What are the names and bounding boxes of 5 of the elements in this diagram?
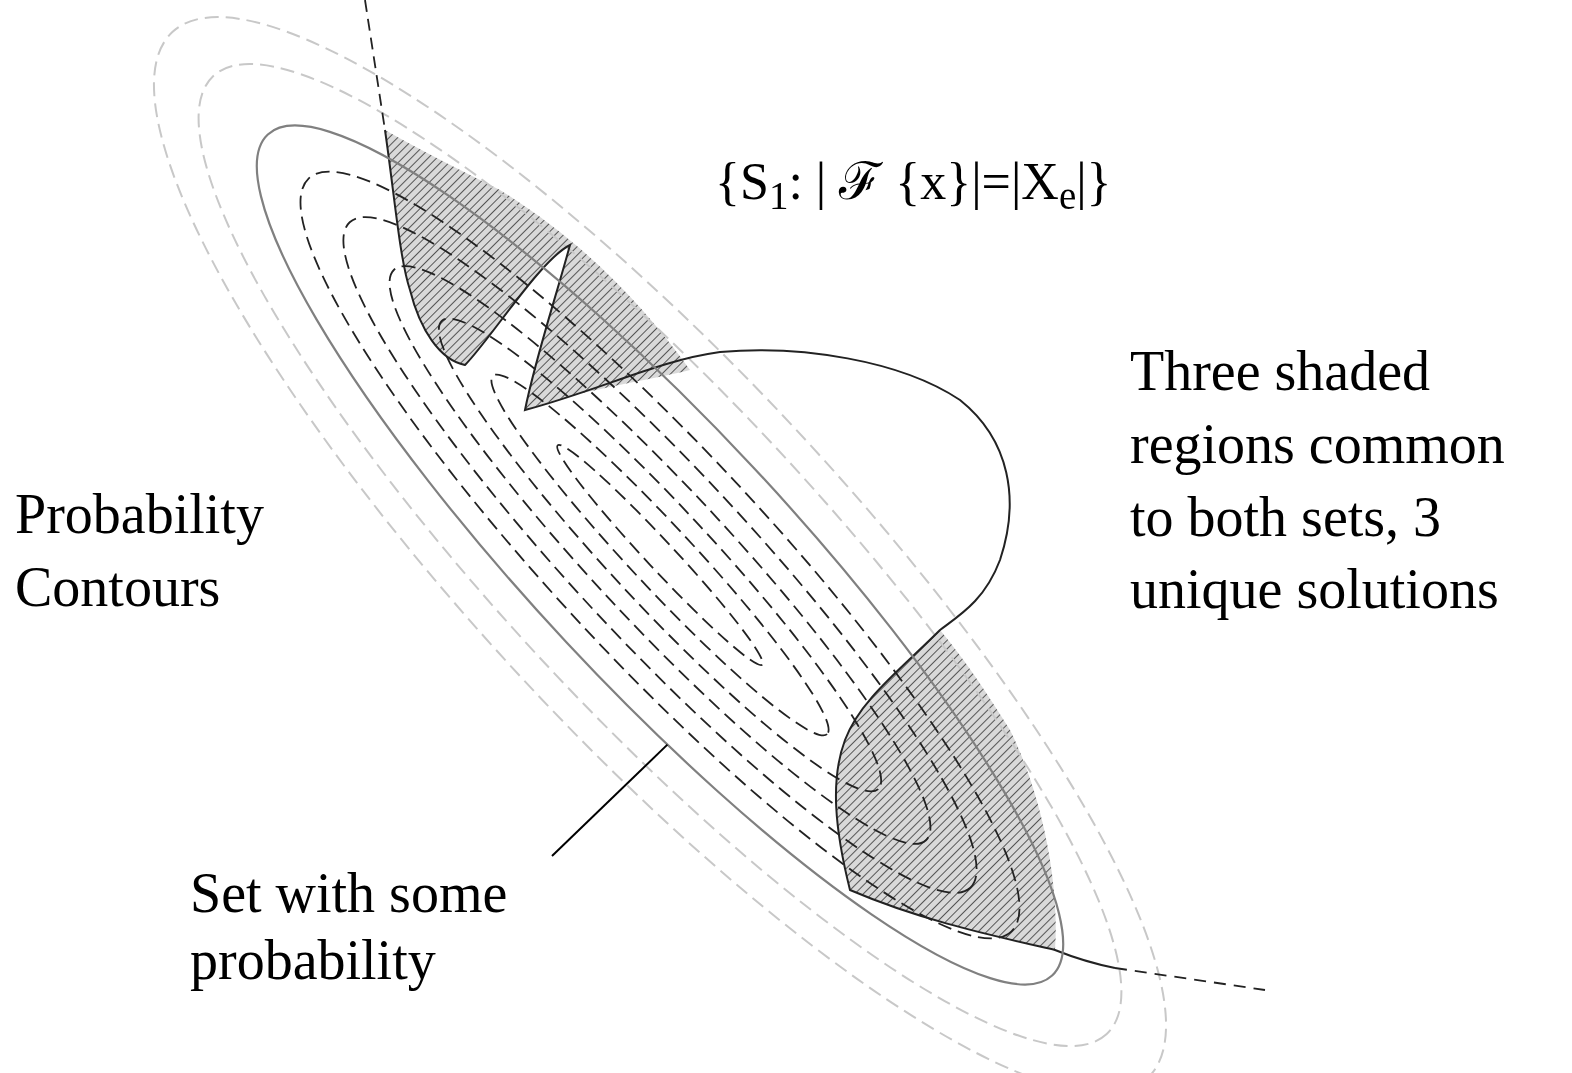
annotation-text: Three shaded regions common to both sets, 3 unique solutions	[1130, 339, 1506, 623]
annotation-text: Probability Contours	[15, 482, 265, 620]
set-formula: {S$_{1}$: | ℱ {x}|=|X$_{e}$|}	[715, 152, 1113, 216]
leader-line	[551, 743, 669, 857]
annotation-text: Set with some probability	[190, 861, 509, 994]
